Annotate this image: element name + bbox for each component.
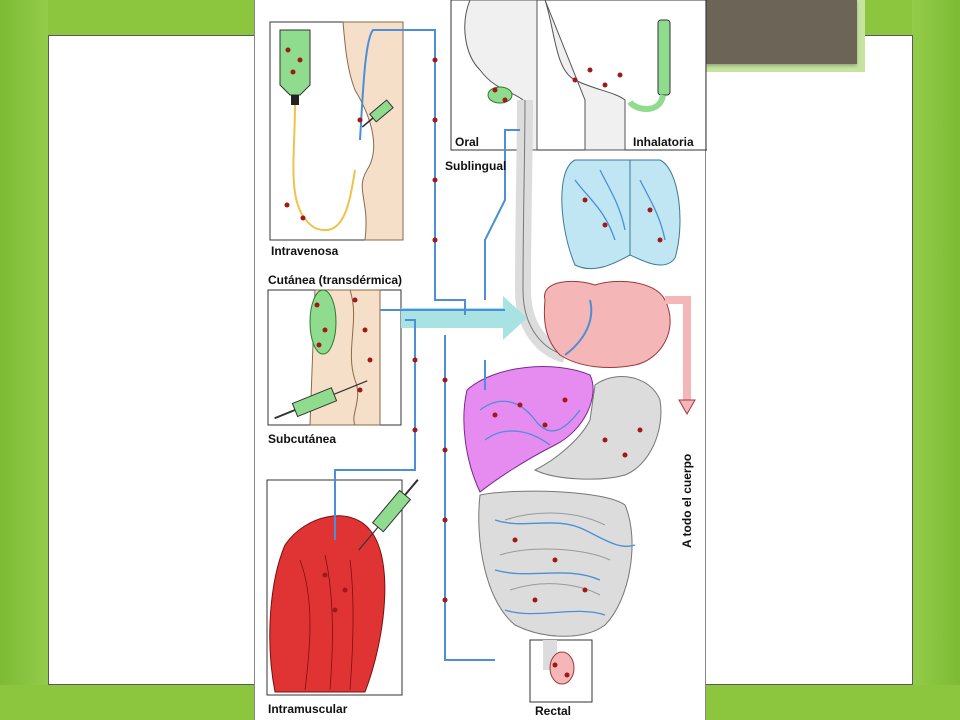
liver [463,366,594,493]
iv-bag [279,29,311,96]
label-sublingual: Sublingual [445,159,506,173]
heart [543,280,671,369]
vein-intravenous [359,29,466,315]
muscle-tissue [269,515,386,693]
muscle-fibers [299,554,354,691]
diagram-canvas: Intravenosa Cutánea (transdérmica) Subcu… [266,0,707,718]
label-inhalatoria: Inhalatoria [633,135,694,149]
label-intravenosa: Intravenosa [271,244,339,258]
transdermal-patch [309,289,337,355]
inhaler-canister [657,19,671,96]
oral-tablet [487,86,513,104]
label-a-todo-el-cuerpo: A todo el cuerpo [680,454,694,548]
subcutaneous-syringe [274,380,368,420]
intestine-folds [499,512,611,596]
capillary-network [479,169,666,616]
stomach [533,376,662,480]
intramuscular-syringe [358,479,419,551]
rectal-suppository [549,651,575,685]
intravenous-illustration [279,21,404,241]
label-rectal: Rectal [535,704,571,718]
dermis-line [349,289,359,426]
esophagus-outline [522,99,566,356]
background-right-stripe [912,0,960,720]
drug-administration-routes-diagram: Intravenosa Cutánea (transdérmica) Subcu… [254,0,707,720]
iv-cannula [361,99,394,128]
iv-tube [292,104,356,232]
rectal-panel-frame [529,639,593,703]
lung-left [561,159,631,270]
vein-subcutaneous [334,319,416,540]
pulmonary-vessel [564,299,593,356]
aorta [665,296,691,402]
intestines [478,490,633,637]
label-oral: Oral [455,135,479,149]
intramuscular-illustration [269,479,419,693]
label-cutanea: Cutánea (transdérmica) [268,273,402,287]
blood-vessels [334,29,593,661]
head-illustration [464,0,671,151]
background-left-stripe [0,0,48,720]
cutaneous-illustration [274,289,381,426]
inhaler-mouthpiece [627,94,666,112]
label-intramuscular: Intramuscular [268,702,348,716]
arm-skin [342,21,404,241]
iv-drip-chamber [291,95,299,105]
vein-sublingual [484,129,520,300]
systemic-circulation-arrow [678,399,696,416]
oral-head-profile [464,0,538,151]
inhalation-head-profile [544,0,626,151]
decorative-title-box [705,0,857,64]
drug-molecules [284,47,663,678]
label-subcutanea: Subcutánea [268,432,336,446]
absorption-arrow [401,296,527,340]
vein-intramuscular [444,335,495,661]
lung-right [629,159,681,266]
